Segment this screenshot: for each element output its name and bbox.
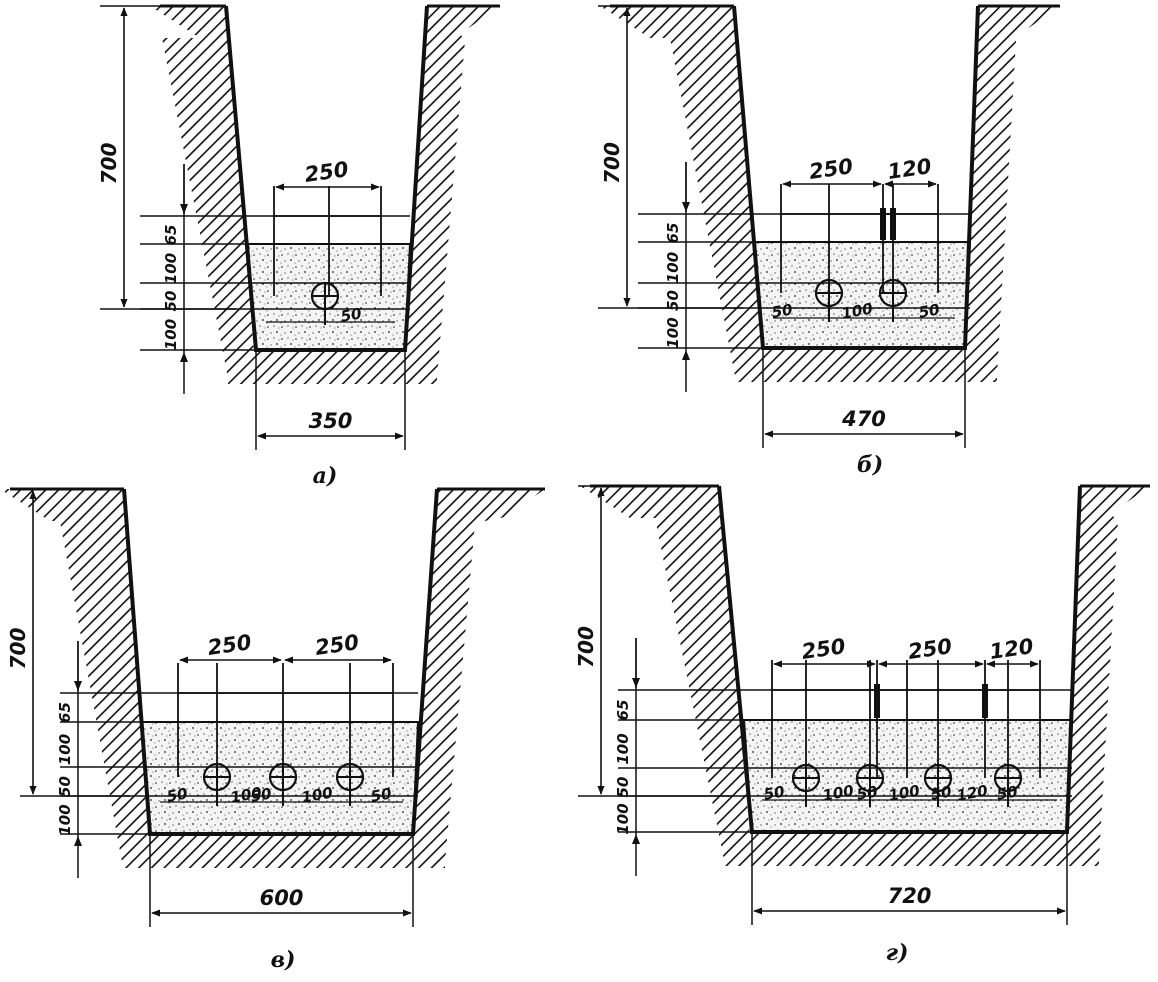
inner-dimension-label: 100 xyxy=(300,783,334,806)
inner-dimension-label: 50 xyxy=(855,782,879,803)
stack-arrow-head xyxy=(682,350,690,360)
trench-outline xyxy=(224,5,429,352)
stack-label: 65 xyxy=(162,225,180,246)
bottom-width-label: 350 xyxy=(309,409,353,433)
stack-arrow-head xyxy=(74,836,82,846)
stack-arrow-head xyxy=(180,204,188,214)
inner-dimension-label: 50 xyxy=(339,304,363,325)
inner-dimension-label: 50 xyxy=(369,784,393,805)
trench-outline xyxy=(122,488,439,836)
stack-label: 65 xyxy=(56,702,74,723)
inner-dimension-label: 50 xyxy=(762,782,786,803)
soil-bottom xyxy=(122,834,445,868)
marker-post xyxy=(874,684,880,718)
soil-left-bank xyxy=(150,6,256,378)
panel-caption: в) xyxy=(271,947,296,973)
bottom-width-label: 600 xyxy=(260,886,304,910)
top-spacing-label: 120 xyxy=(886,154,933,184)
top-spacing-label: 250 xyxy=(808,154,855,184)
trench-outline xyxy=(717,485,1082,834)
soil-right-bank xyxy=(965,6,1060,376)
marker-post xyxy=(890,208,896,240)
stack-label: 100 xyxy=(614,803,632,834)
stack-arrow-head xyxy=(632,678,640,688)
stack-label: 100 xyxy=(162,253,180,284)
depth-label: 700 xyxy=(97,143,121,185)
stack-label: 50 xyxy=(56,776,74,797)
inner-dimension-label: 100 xyxy=(821,781,855,804)
soil-bottom xyxy=(724,832,1099,866)
stack-label: 100 xyxy=(162,319,180,350)
inner-dimension-label: 100 xyxy=(887,781,921,804)
stack-label: 50 xyxy=(664,290,682,311)
stack-label: 100 xyxy=(664,317,682,348)
stack-arrow-head xyxy=(180,352,188,362)
inner-dimension-label: 50 xyxy=(929,782,953,803)
soil-left-bank xyxy=(0,489,150,862)
top-spacing-label: 250 xyxy=(907,634,954,664)
stack-label: 100 xyxy=(56,734,74,765)
panel-caption: б) xyxy=(857,452,883,478)
stack-label: 65 xyxy=(664,223,682,244)
stack-arrow-head xyxy=(74,681,82,691)
stack-label: 100 xyxy=(614,733,632,764)
trench-panel-1: 700 100 50 100 65 250 50 350 а) xyxy=(97,4,500,489)
depth-label: 700 xyxy=(574,626,598,668)
bottom-width-label: 470 xyxy=(841,407,886,431)
soil-bottom xyxy=(228,350,437,384)
soil-right-bank xyxy=(1067,486,1150,860)
soil-left-bank xyxy=(580,486,752,860)
stack-label: 50 xyxy=(614,777,632,798)
panel-caption: а) xyxy=(313,463,338,489)
trench-outline xyxy=(732,5,980,350)
depth-label: 700 xyxy=(600,142,624,184)
inner-dimension-label: 50 xyxy=(249,784,273,805)
stack-label: 65 xyxy=(614,700,632,721)
soil-right-bank xyxy=(413,489,545,862)
inner-dimension-label: 100 xyxy=(229,783,263,806)
stack-label: 100 xyxy=(664,252,682,283)
top-spacing-label: 250 xyxy=(206,630,253,660)
marker-post xyxy=(982,684,988,718)
stack-label: 50 xyxy=(162,291,180,312)
inner-dimension-label: 50 xyxy=(917,300,941,321)
inner-dimension-label: 50 xyxy=(995,782,1019,803)
stack-arrow-head xyxy=(632,834,640,844)
inner-dimension-label: 50 xyxy=(165,784,189,805)
inner-dimension-label: 100 xyxy=(840,299,874,322)
trench-panel-2: 700 100 50 100 65 250 120 50 100 50 470 б) xyxy=(598,4,1060,478)
panel-caption: г) xyxy=(886,940,909,966)
bottom-width-label: 720 xyxy=(888,884,932,908)
inner-dimension-label: 120 xyxy=(955,781,989,804)
top-spacing-label: 250 xyxy=(303,157,350,187)
stack-arrow-head xyxy=(682,202,690,212)
soil-right-bank xyxy=(405,6,500,378)
soil-bottom xyxy=(735,348,997,382)
inner-dimension-label: 50 xyxy=(770,300,794,321)
stack-label: 100 xyxy=(56,804,74,835)
top-spacing-label: 250 xyxy=(314,630,361,660)
top-spacing-label: 250 xyxy=(800,634,847,664)
depth-label: 700 xyxy=(6,628,30,670)
top-spacing-label: 120 xyxy=(988,634,1035,664)
marker-post xyxy=(880,208,886,240)
